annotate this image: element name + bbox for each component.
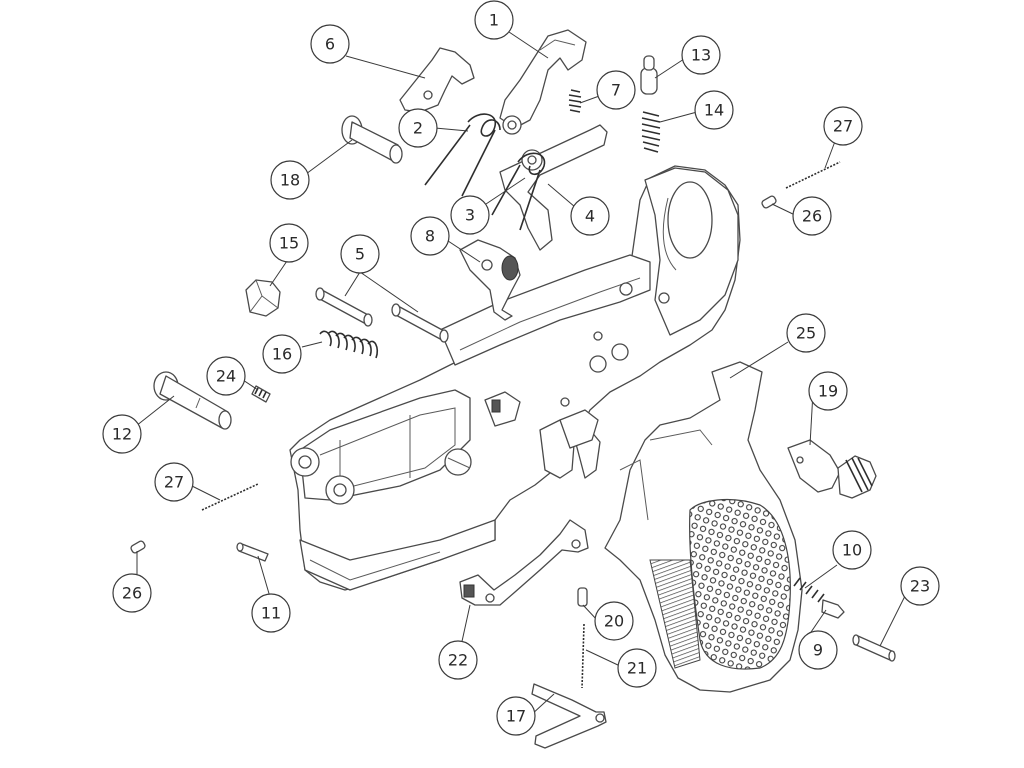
- part-pin-17: [531, 683, 607, 749]
- part-disconnector-spring: [568, 89, 582, 113]
- callout-27-right: 27: [823, 106, 863, 146]
- svg-text:24: 24: [216, 367, 236, 386]
- callout-25: 25: [786, 313, 826, 353]
- callout-15: 15: [269, 223, 309, 263]
- svg-text:12: 12: [112, 425, 132, 444]
- callout-26-right: 26: [792, 196, 832, 236]
- part-spring-21: [581, 623, 585, 689]
- part-detent-13: [640, 55, 658, 95]
- svg-text:11: 11: [261, 604, 281, 623]
- svg-text:22: 22: [448, 651, 468, 670]
- svg-text:23: 23: [910, 577, 930, 596]
- part-pin-18: [341, 115, 403, 164]
- svg-text:6: 6: [325, 35, 335, 54]
- callout-6: 6: [310, 24, 350, 64]
- part-detent-9: [821, 599, 845, 619]
- callout-2: 2: [398, 108, 438, 148]
- callout-1: 1: [474, 0, 514, 40]
- part-pin-20: [577, 587, 588, 607]
- callout-18: 18: [270, 160, 310, 200]
- svg-text:10: 10: [842, 541, 862, 560]
- callout-5: 5: [340, 234, 380, 274]
- callout-26-left: 26: [112, 573, 152, 613]
- part-detent-spring-14: [641, 111, 661, 153]
- svg-text:13: 13: [691, 46, 711, 65]
- svg-text:21: 21: [627, 659, 647, 678]
- part-spring-10: [793, 577, 825, 603]
- svg-text:4: 4: [585, 207, 595, 226]
- part-pin-23: [852, 634, 896, 662]
- svg-text:7: 7: [611, 81, 621, 100]
- callout-9: 9: [798, 630, 838, 670]
- part-trigger-spring: [491, 152, 546, 231]
- svg-text:18: 18: [280, 171, 300, 190]
- svg-text:20: 20: [604, 612, 624, 631]
- part-pistol-grip: [604, 361, 803, 693]
- svg-text:8: 8: [425, 227, 435, 246]
- svg-text:9: 9: [813, 641, 823, 660]
- svg-text:15: 15: [279, 234, 299, 253]
- callout-17: 17: [496, 696, 536, 736]
- part-selector: [787, 439, 877, 499]
- svg-text:27: 27: [833, 117, 853, 136]
- part-nut-15: [245, 279, 281, 317]
- callout-8: 8: [410, 216, 450, 256]
- callout-19: 19: [808, 371, 848, 411]
- svg-text:26: 26: [122, 584, 142, 603]
- svg-text:5: 5: [355, 245, 365, 264]
- part-hammer: [499, 29, 587, 135]
- part-spring-27-right: [785, 161, 841, 189]
- callout-13: 13: [681, 35, 721, 75]
- svg-text:27: 27: [164, 473, 184, 492]
- callout-22: 22: [438, 640, 478, 680]
- part-bolt-catch: [459, 239, 521, 321]
- callout-23: 23: [900, 566, 940, 606]
- svg-text:14: 14: [704, 101, 724, 120]
- svg-text:25: 25: [796, 324, 816, 343]
- callout-27-left: 27: [154, 462, 194, 502]
- svg-text:1: 1: [489, 11, 499, 30]
- callout-20: 20: [594, 601, 634, 641]
- part-hammer-spring: [424, 113, 501, 197]
- part-detent-26-left: [130, 540, 146, 554]
- callout-12: 12: [102, 414, 142, 454]
- svg-text:16: 16: [272, 345, 292, 364]
- callout-4: 4: [570, 196, 610, 236]
- callout-21: 21: [617, 648, 657, 688]
- svg-text:3: 3: [465, 206, 475, 225]
- svg-text:17: 17: [506, 707, 526, 726]
- lower-receiver: [289, 165, 741, 591]
- svg-text:19: 19: [818, 382, 838, 401]
- part-trigger-guard: [459, 519, 589, 606]
- part-roll-pin-11: [236, 542, 269, 562]
- part-disconnector: [399, 47, 475, 113]
- part-spring-16: [319, 330, 379, 359]
- callout-10: 10: [832, 530, 872, 570]
- part-pins-5: [315, 287, 449, 343]
- callout-11: 11: [251, 593, 291, 633]
- callout-7: 7: [596, 70, 636, 110]
- callout-3: 3: [450, 195, 490, 235]
- callout-14: 14: [694, 90, 734, 130]
- callout-16: 16: [262, 334, 302, 374]
- callout-24: 24: [206, 356, 246, 396]
- part-pivot-pin-12: [153, 371, 232, 430]
- part-detent-26-right: [761, 195, 777, 209]
- callouts: 1 2 3 4 5 6 7 8 9 10 11 12 13 14 15 16 1…: [102, 0, 940, 736]
- svg-text:26: 26: [802, 207, 822, 226]
- svg-text:2: 2: [413, 119, 423, 138]
- part-spring-27-left: [201, 483, 259, 511]
- part-screw-24: [251, 385, 271, 403]
